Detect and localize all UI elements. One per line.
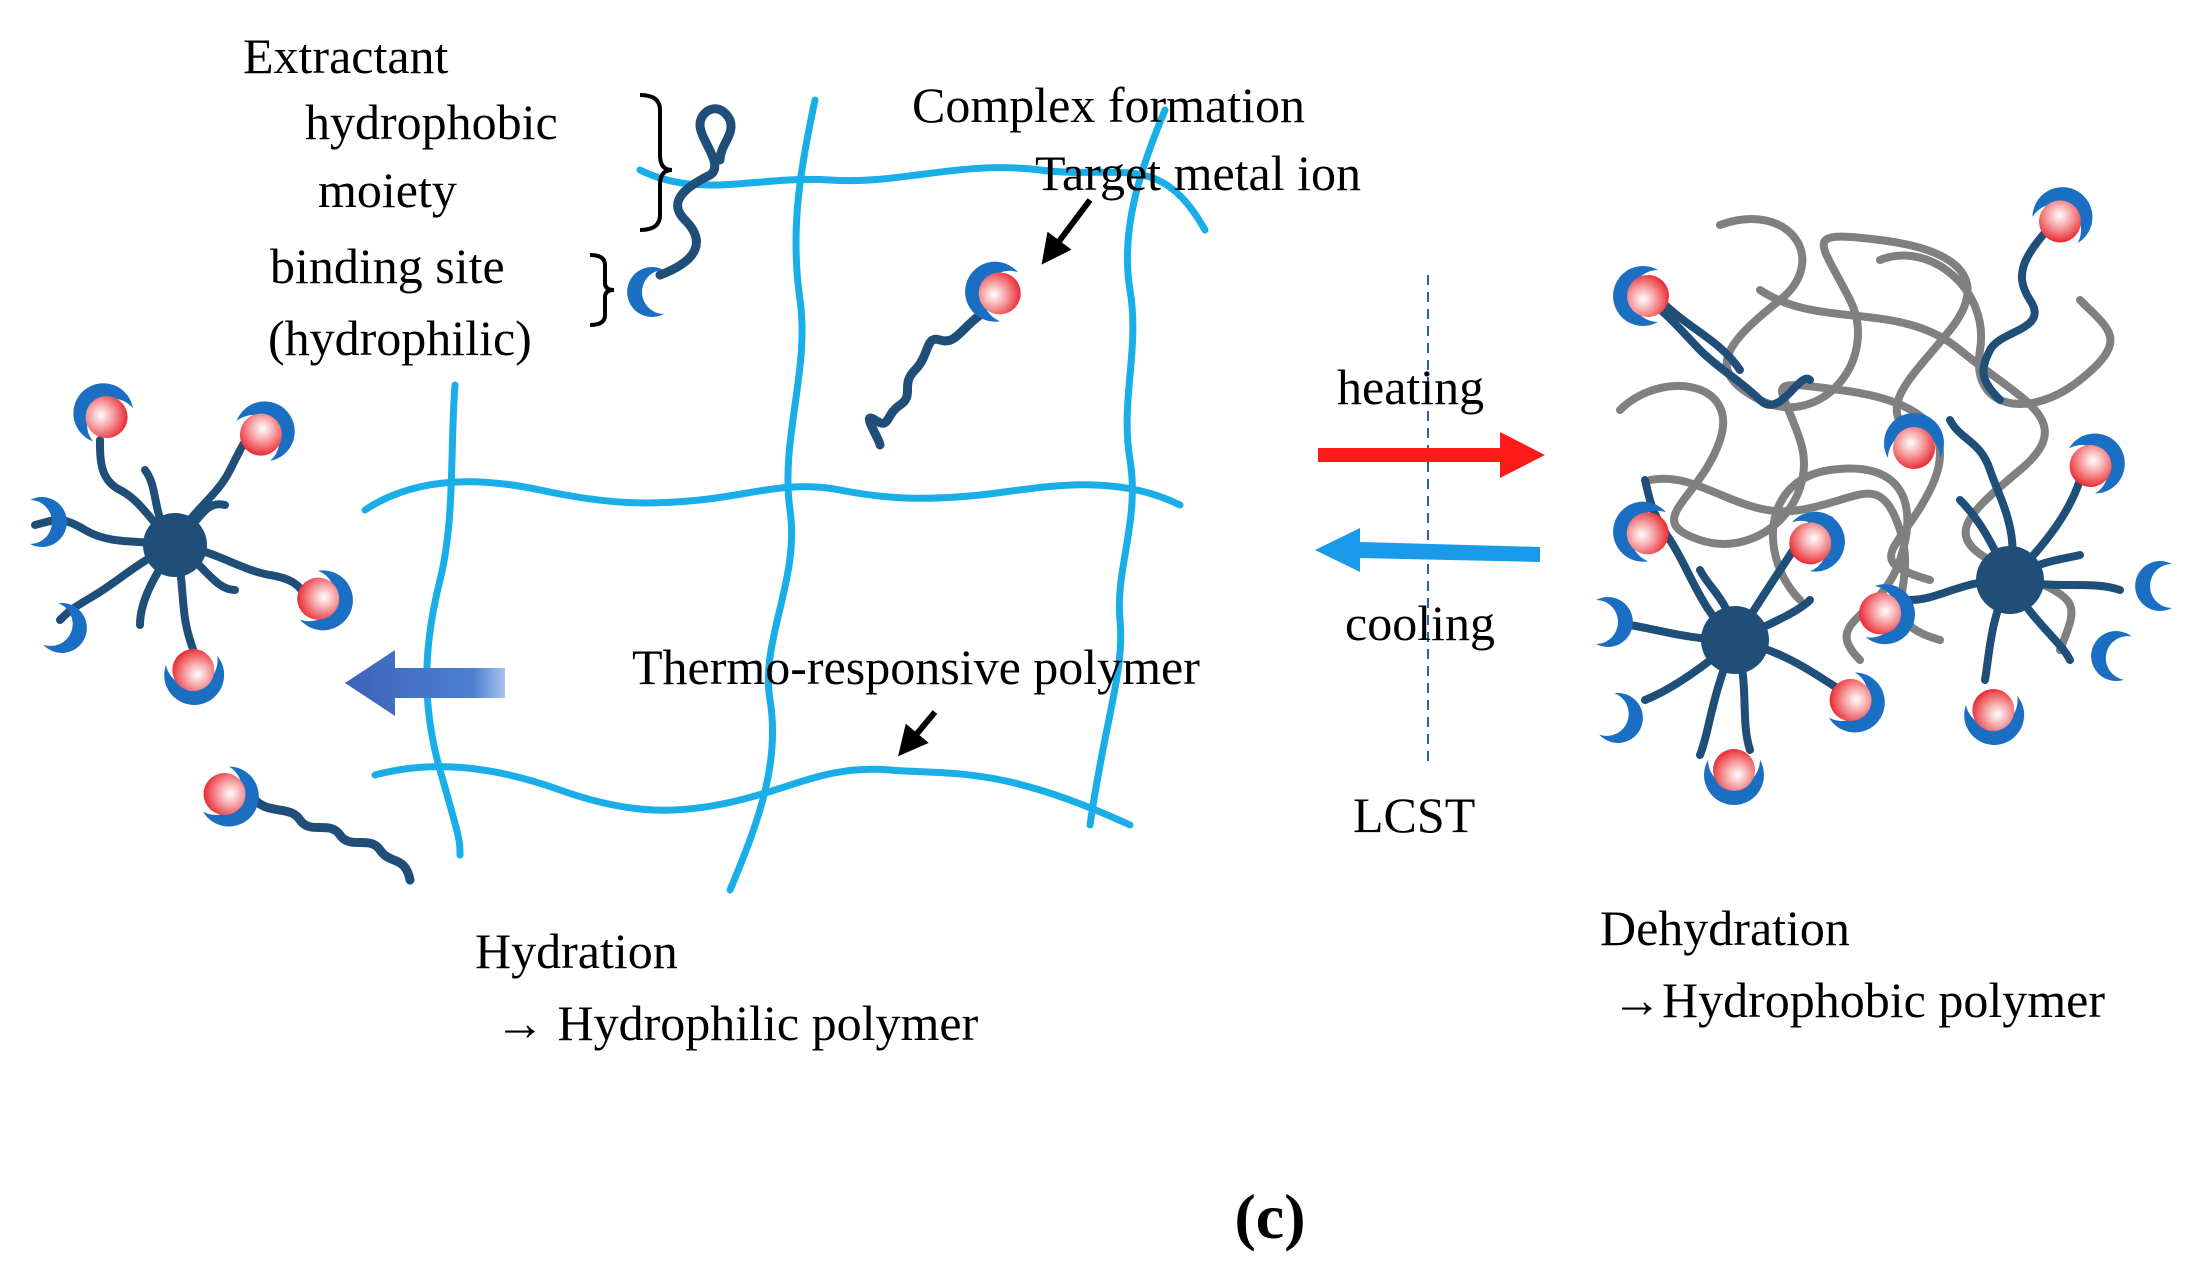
binding-site-brace — [589, 253, 615, 327]
hydrophilic-polymer-network — [361, 96, 1209, 894]
extractant-aggregate-right — [1596, 176, 2172, 805]
label-target-metal-ion: Target metal ion — [1035, 145, 1361, 201]
label-cooling: cooling — [1345, 595, 1495, 651]
label-binding-site: binding site — [270, 238, 505, 294]
free-extractant-molecule — [627, 104, 736, 317]
metal-complex-in-network — [864, 253, 1030, 450]
label-hydrophobic-polymer: →Hydrophobic polymer — [1612, 972, 2105, 1028]
label-hydrophilic-polymer: → Hydrophilic polymer — [495, 995, 979, 1051]
release-arrow — [345, 650, 505, 716]
label-hydration: Hydration — [475, 923, 678, 979]
label-complex-formation: Complex formation — [912, 77, 1305, 133]
label-lcst: LCST — [1353, 787, 1475, 843]
released-complex-bottom — [191, 757, 415, 885]
label-hydrophobic: hydrophobic — [305, 94, 558, 150]
label-thermo-polymer: Thermo-responsive polymer — [632, 639, 1200, 695]
extractant-micelle-left — [30, 370, 362, 710]
cooling-arrow — [1315, 528, 1540, 572]
label-dehydration: Dehydration — [1600, 900, 1850, 956]
polymer-pointer — [898, 710, 938, 757]
label-moiety: moiety — [318, 162, 457, 218]
label-hydrophilic-paren: (hydrophilic) — [268, 310, 532, 366]
label-heating: heating — [1337, 359, 1484, 415]
panel-label: (c) — [1234, 1181, 1305, 1252]
heating-arrow — [1318, 432, 1545, 478]
target-ion-pointer — [1041, 198, 1093, 265]
hydrophobic-moiety-brace — [639, 93, 673, 232]
label-extractant: Extractant — [243, 28, 449, 84]
